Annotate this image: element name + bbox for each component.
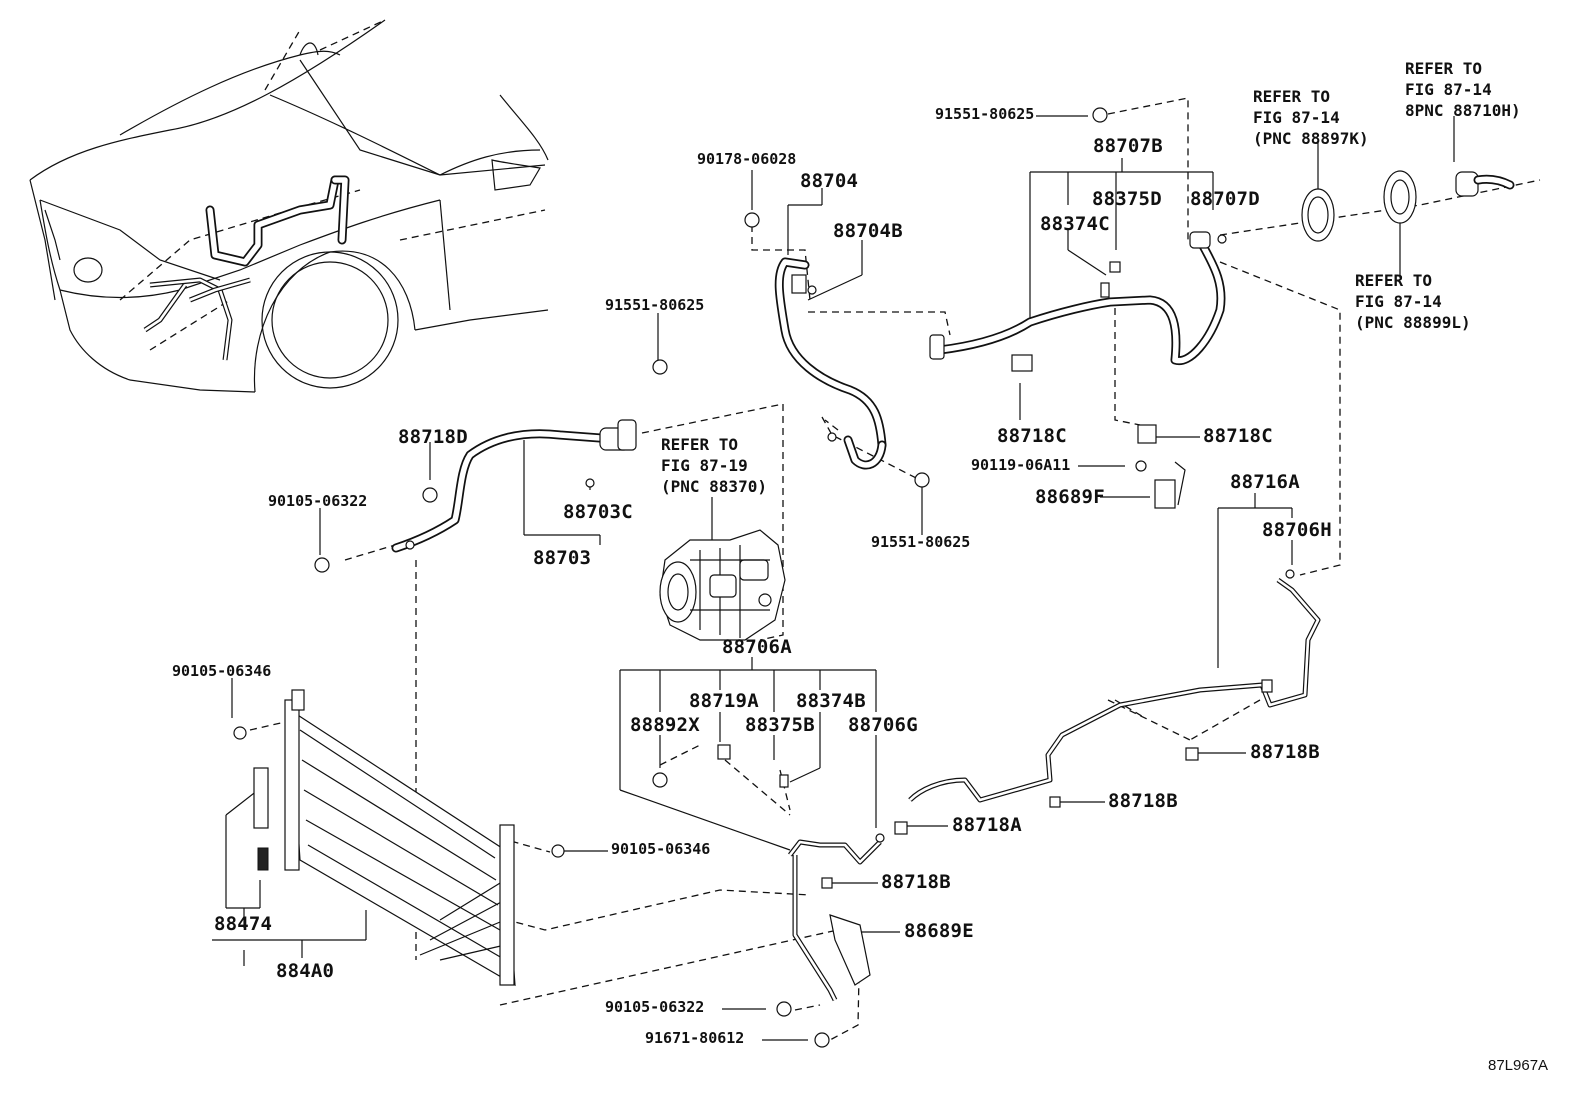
- label-90119-06a11: 90119-06A11: [971, 456, 1071, 474]
- label-90105-06322-left: 90105-06322: [268, 492, 368, 510]
- label-88703: 88703: [533, 547, 592, 569]
- pipe-88706a: [652, 744, 885, 1002]
- label-88689e: 88689E: [904, 920, 974, 942]
- label-88716a: 88716A: [1230, 471, 1300, 493]
- label-88704b: 88704B: [833, 220, 903, 242]
- label-88718b-lower: 88718B: [881, 871, 951, 893]
- reference-fittings: [1301, 170, 1515, 242]
- label-91551-80625-top: 91551-80625: [935, 105, 1035, 123]
- label-88707d: 88707D: [1190, 188, 1260, 210]
- label-88718c-left: 88718C: [997, 425, 1067, 447]
- label-91551-80625-mid: 91551-80625: [871, 533, 971, 551]
- label-88374b: 88374B: [796, 690, 866, 712]
- label-88706g: 88706G: [848, 714, 918, 736]
- label-90178-06028: 90178-06028: [697, 150, 797, 168]
- dashed-connections: [249, 97, 1541, 1041]
- label-88689f: 88689F: [1035, 486, 1105, 508]
- fasteners: [314, 107, 1108, 1048]
- label-88718d: 88718D: [398, 426, 468, 448]
- label-90105-06346-right: 90105-06346: [611, 840, 711, 858]
- compressor: [659, 529, 786, 641]
- label-88703c: 88703C: [563, 501, 633, 523]
- label-88718c-right: 88718C: [1203, 425, 1273, 447]
- leader-lines: [212, 115, 1455, 1041]
- label-88718b-mid: 88718B: [1108, 790, 1178, 812]
- label-88375d: 88375D: [1092, 188, 1162, 210]
- hose-88703: [391, 419, 637, 553]
- label-88706a: 88706A: [722, 636, 792, 658]
- label-88718a: 88718A: [952, 814, 1022, 836]
- label-90105-06346-left: 90105-06346: [172, 662, 272, 680]
- hose-88707b: [929, 231, 1227, 509]
- pipe-88716a: [894, 569, 1321, 835]
- label-88707b: 88707B: [1093, 135, 1163, 157]
- label-88374c: 88374C: [1040, 213, 1110, 235]
- label-88474: 88474: [214, 913, 273, 935]
- label-88718b-right: 88718B: [1250, 741, 1320, 763]
- label-91671-80612: 91671-80612: [645, 1029, 745, 1047]
- figure-id: 87L967A: [1488, 1057, 1549, 1074]
- vehicle-front-sketch: [29, 19, 549, 393]
- label-88704: 88704: [800, 170, 859, 192]
- label-91551-80625-left: 91551-80625: [605, 296, 705, 314]
- label-88719a: 88719A: [689, 690, 759, 712]
- label-90105-06322-bottom: 90105-06322: [605, 998, 705, 1016]
- label-88706h: 88706H: [1262, 519, 1332, 541]
- label-88375b: 88375B: [745, 714, 815, 736]
- condenser: [233, 689, 565, 987]
- label-884a0: 884A0: [276, 960, 335, 982]
- label-88892x: 88892X: [630, 714, 700, 736]
- hose-88704: [774, 257, 887, 470]
